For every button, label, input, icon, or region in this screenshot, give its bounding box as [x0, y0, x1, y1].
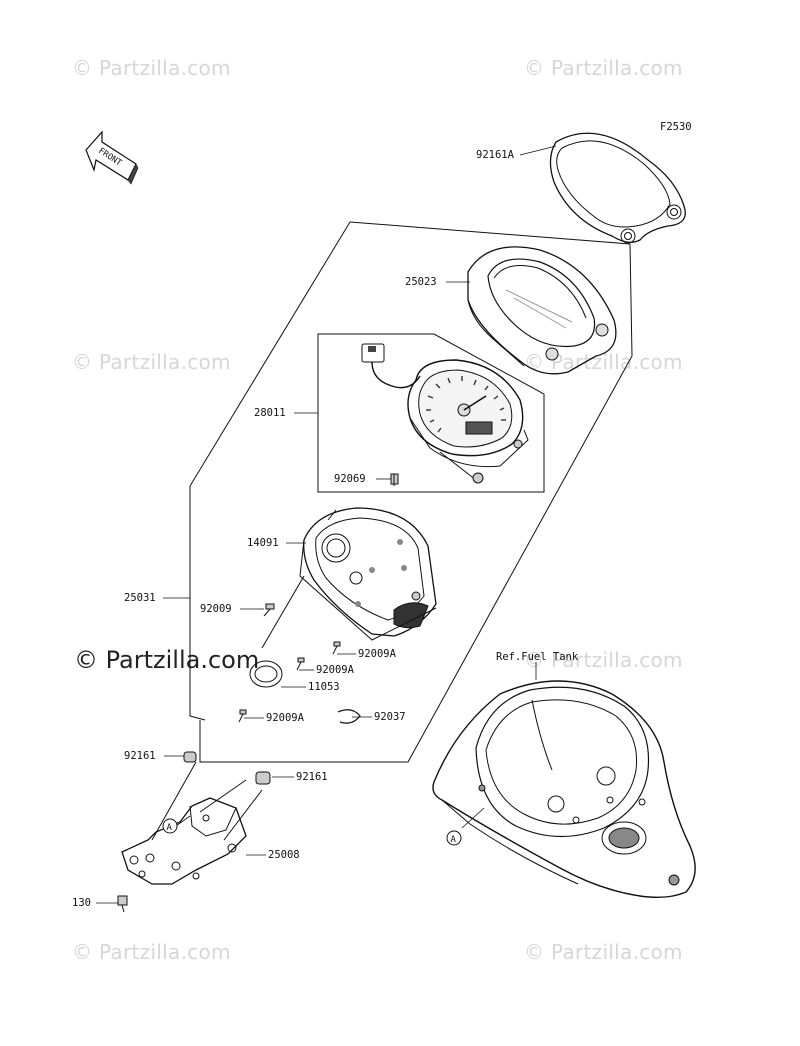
part-label-92009A-1[interactable]: 92009A [358, 648, 396, 660]
part-label-11053[interactable]: 11053 [308, 681, 340, 693]
ref-a-marker-tank: A [446, 830, 462, 846]
bracket-25008 [121, 797, 247, 885]
ring-11053 [249, 660, 283, 688]
part-label-25008[interactable]: 25008 [268, 849, 300, 861]
screw-92009A-1 [332, 641, 341, 655]
front-arrow-icon: FRONT [85, 130, 139, 185]
part-label-92009A-3[interactable]: 92009A [266, 712, 304, 724]
leader-lines [96, 145, 557, 904]
grommet-92161-2 [255, 771, 271, 785]
screw-92009 [263, 603, 275, 617]
watermark: © Partzilla.com [72, 56, 231, 80]
bolt-130 [117, 895, 128, 913]
part-label-28011[interactable]: 28011 [254, 407, 286, 419]
speedometer-28011 [361, 343, 529, 486]
gasket-92161A [549, 132, 686, 244]
figure-code: F2530 [660, 121, 692, 133]
watermark: © Partzilla.com [524, 56, 683, 80]
meter-case-14091 [299, 507, 437, 641]
watermark: © Partzilla.com [524, 940, 683, 964]
part-label-14091[interactable]: 14091 [247, 537, 279, 549]
part-label-92161-1[interactable]: 92161 [124, 750, 156, 762]
meter-subassembly-box [317, 333, 545, 493]
fuel-tank-reference-label: Ref.Fuel Tank [496, 651, 579, 663]
part-label-92069[interactable]: 92069 [334, 473, 366, 485]
fuel-tank-cover [432, 680, 696, 899]
clip-92037 [337, 709, 361, 724]
watermark: © Partzilla.com [524, 648, 683, 672]
part-label-92161A[interactable]: 92161A [476, 149, 514, 161]
svg-text:A: A [167, 823, 173, 833]
part-label-92037[interactable]: 92037 [374, 711, 406, 723]
grommet-92161-1 [183, 751, 197, 763]
part-label-25023[interactable]: 25023 [405, 276, 437, 288]
part-label-92009A-2[interactable]: 92009A [316, 664, 354, 676]
assembly-outline [199, 221, 633, 763]
watermark-large: © Partzilla.com [74, 646, 260, 674]
part-label-92161-2[interactable]: 92161 [296, 771, 328, 783]
meter-cover-25023 [467, 246, 617, 375]
watermark: © Partzilla.com [72, 940, 231, 964]
part-label-25031[interactable]: 25031 [124, 592, 156, 604]
assembly-outline [189, 221, 351, 721]
screw-92009A-3 [238, 709, 247, 723]
watermark: © Partzilla.com [72, 350, 231, 374]
svg-text:A: A [451, 835, 457, 845]
part-label-92009[interactable]: 92009 [200, 603, 232, 615]
part-label-130[interactable]: 130 [72, 897, 91, 909]
ref-a-marker-bracket: A [162, 818, 178, 834]
screw-92009A-2 [296, 657, 305, 671]
